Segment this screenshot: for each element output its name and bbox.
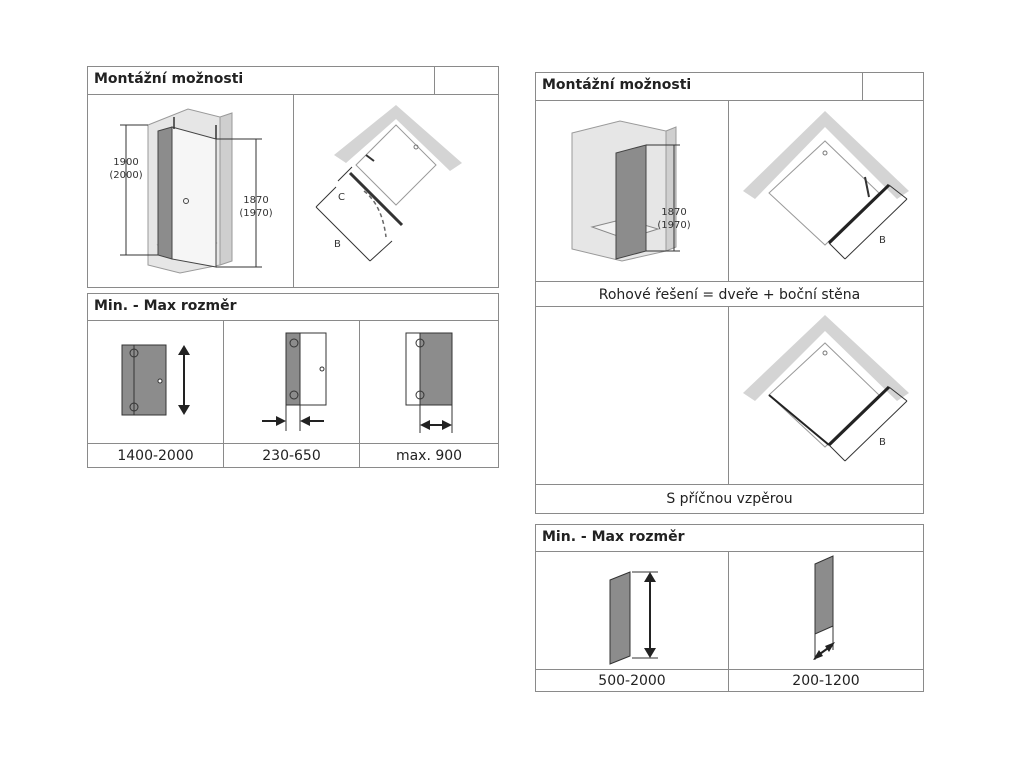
size-panel-height-drawing [609,571,658,665]
left-mounting-elevation-cell: 1900 (2000) 1870 (1970) [88,95,294,287]
panel-elevation-drawing: 1870 (1970) [571,120,691,262]
left-mounting-panel: Montážní možnosti 1900 (2000) [87,66,499,288]
size-cell-panel-width [729,552,923,669]
size-cell-panel-height [536,552,729,669]
size-door-width-drawing [262,332,327,431]
height-outer-label: 1900 [113,157,138,168]
size-total-width-drawing [405,332,453,433]
dim-c-label: C [338,192,345,203]
height-inner-alt-label: (1970) [239,208,272,219]
strut-plan-cell: B [729,307,923,484]
right-sizes-panel: Min. - Max rozměr 500-2000 200-1200 [535,524,924,692]
size-cell-total-width [360,321,498,443]
height-outer-alt-label: (2000) [109,170,142,181]
left-sizes-panel: Min. - Max rozměr [87,293,499,468]
left-mounting-header: Montážní možnosti [88,67,498,95]
right-sizes-header: Min. - Max rozměr [536,525,923,552]
panel-height-label: 1870 [661,207,686,218]
strut-blank-cell [536,307,729,484]
header-blank-cell [434,67,435,94]
header-blank-cell [862,73,863,100]
left-mounting-plan-cell: C B [294,95,498,287]
left-sizes-title: Min. - Max rozměr [94,298,237,314]
strut-plan-drawing: B [743,315,909,462]
size-label: 230-650 [224,444,360,467]
right-sizes-caption-row: 500-2000 200-1200 [536,669,923,691]
left-sizes-caption-row: 1400-2000 230-650 max. 900 [88,443,498,467]
size-label: 1400-2000 [88,444,224,467]
left-sizes-header: Min. - Max rozměr [88,294,498,321]
height-inner-label: 1870 [243,195,268,206]
corner-plan-cell: B [729,101,923,281]
right-mounting-title: Montážní možnosti [542,77,692,93]
caption-strut-row: S příčnou vzpěrou [536,484,923,513]
corner-plan-drawing: B [743,111,909,260]
size-cell-door-width [224,321,360,443]
panel-height-alt-label: (1970) [657,220,690,231]
panel-elevation-cell: 1870 (1970) [536,101,729,281]
dim-b-label: B [334,239,341,250]
dim-b-label: B [879,437,886,448]
right-mounting-header: Montážní možnosti [536,73,923,101]
enclosure-elevation-drawing: 1900 (2000) 1870 (1970) [109,108,273,274]
size-label: max. 900 [395,448,463,464]
size-panel-width-drawing [813,555,835,660]
right-sizes-title: Min. - Max rozměr [542,529,685,545]
size-label: 500-2000 [536,670,729,691]
enclosure-plan-drawing: C B [315,105,462,262]
left-mounting-title: Montážní možnosti [94,71,244,87]
dim-b-label: B [879,235,886,246]
size-cell-height [88,321,224,443]
size-height-drawing [121,344,190,416]
caption-corner-row: Rohové řešení = dveře + boční stěna [536,281,923,307]
right-mounting-panel: Montážní možnosti 1870 (1970) B [535,72,924,514]
size-label: 200-1200 [792,673,860,689]
